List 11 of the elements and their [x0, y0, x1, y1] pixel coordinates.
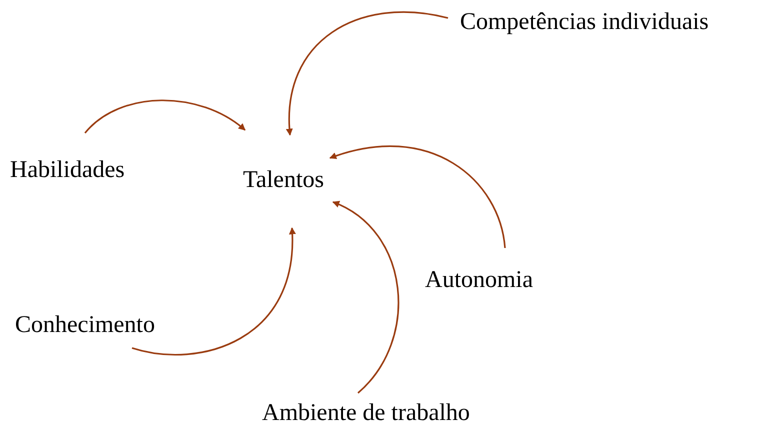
curved-arrow — [84, 100, 246, 134]
node-label: Conhecimento — [15, 311, 155, 339]
curved-arrow — [132, 227, 296, 356]
node-label: Ambiente de trabalho — [262, 399, 470, 427]
node-label: Talentos — [243, 166, 324, 194]
curved-arrow — [286, 11, 448, 136]
curved-arrow — [329, 146, 506, 248]
node-label: Competências individuais — [460, 8, 709, 36]
node-label: Habilidades — [10, 156, 125, 184]
curved-arrow — [332, 201, 400, 394]
node-label: Autonomia — [425, 266, 533, 294]
